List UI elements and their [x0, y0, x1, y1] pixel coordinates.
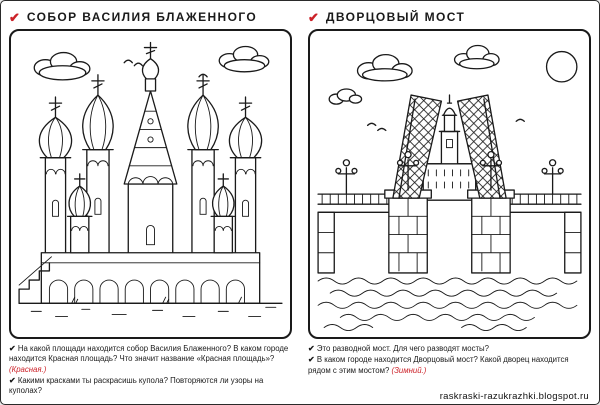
stairs: [18, 256, 52, 304]
red-check-icon: ✔: [9, 9, 20, 25]
questions-block: ✔ Это разводной мост. Для чего разводят …: [308, 344, 591, 377]
question: ✔ На какой площади находится собор Васил…: [9, 344, 290, 375]
question: ✔ Какими красками ты раскрасишь купола? …: [9, 376, 290, 397]
street-lamp-icon: [479, 150, 503, 191]
question: ✔ В каком городе находится Дворцовый мос…: [308, 355, 589, 376]
bridge-pier-left: [384, 189, 432, 274]
watermark: raskraski-razukrazhki.blogspot.ru: [439, 391, 589, 402]
question-text: Это разводной мост. Для чего разводят мо…: [316, 344, 489, 353]
central-tent-tower: [123, 41, 178, 256]
question-text: Какими красками ты раскрасишь купола? По…: [9, 375, 264, 396]
side-towers: [38, 74, 263, 256]
water-waves: [317, 277, 578, 332]
front-towers: [66, 173, 237, 254]
cloud-icon: [356, 53, 413, 82]
red-check-icon: ✔: [308, 9, 319, 25]
bridge-deck-left: [317, 159, 396, 213]
panel-header: ✔ СОБОР ВАСИЛИЯ БЛАЖЕННОГО: [9, 5, 292, 29]
panel-st-basils: ✔ СОБОР ВАСИЛИЯ БЛАЖЕННОГО: [9, 5, 292, 397]
street-lamp-icon: [335, 159, 358, 195]
drawing-frame: [308, 29, 591, 339]
answer-text: (Зимний.): [391, 365, 427, 375]
check-icon: ✔: [9, 375, 16, 385]
check-icon: ✔: [308, 355, 315, 365]
questions-block: ✔ На какой площади находится собор Васил…: [9, 344, 292, 397]
abutment: [564, 211, 582, 274]
bascule-leaf-left: [392, 94, 443, 199]
bascule-leaf-right: [456, 94, 507, 199]
cathedral-base: [40, 252, 261, 304]
answer-text: (Красная.): [9, 364, 47, 374]
check-icon: ✔: [308, 344, 315, 353]
check-icon: ✔: [9, 344, 16, 353]
question: ✔ Это разводной мост. Для чего разводят …: [308, 344, 589, 354]
question-text: На какой площади находится собор Василия…: [9, 344, 289, 364]
panel-title: СОБОР ВАСИЛИЯ БЛАЖЕННОГО: [26, 10, 258, 24]
cloud-icon: [218, 45, 270, 73]
cloud-icon: [453, 44, 500, 70]
palace-bridge-drawing: [317, 44, 582, 332]
cloud-icon: [33, 51, 91, 81]
ground: [18, 296, 283, 317]
bird-icon: [123, 59, 208, 78]
street-lamp-icon: [396, 150, 420, 191]
two-panel-layout: ✔ СОБОР ВАСИЛИЯ БЛАЖЕННОГО: [9, 5, 591, 397]
panel-header: ✔ ДВОРЦОВЫЙ МОСТ: [308, 5, 591, 29]
st-basils-cathedral-drawing: [18, 41, 283, 317]
bridge-pier-right: [467, 189, 515, 274]
question-text: В каком городе находится Дворцовый мост?…: [308, 355, 569, 375]
panel-palace-bridge: ✔ ДВОРЦОВЫЙ МОСТ: [308, 5, 591, 397]
panel-title: ДВОРЦОВЫЙ МОСТ: [325, 10, 466, 24]
street-lamp-icon: [541, 159, 564, 195]
drawing-frame: [9, 29, 292, 339]
cloud-icon: [328, 88, 363, 105]
bridge-deck-right: [503, 159, 582, 213]
abutment: [317, 211, 335, 274]
bird-icon: [366, 118, 525, 132]
sun-icon: [545, 50, 578, 83]
